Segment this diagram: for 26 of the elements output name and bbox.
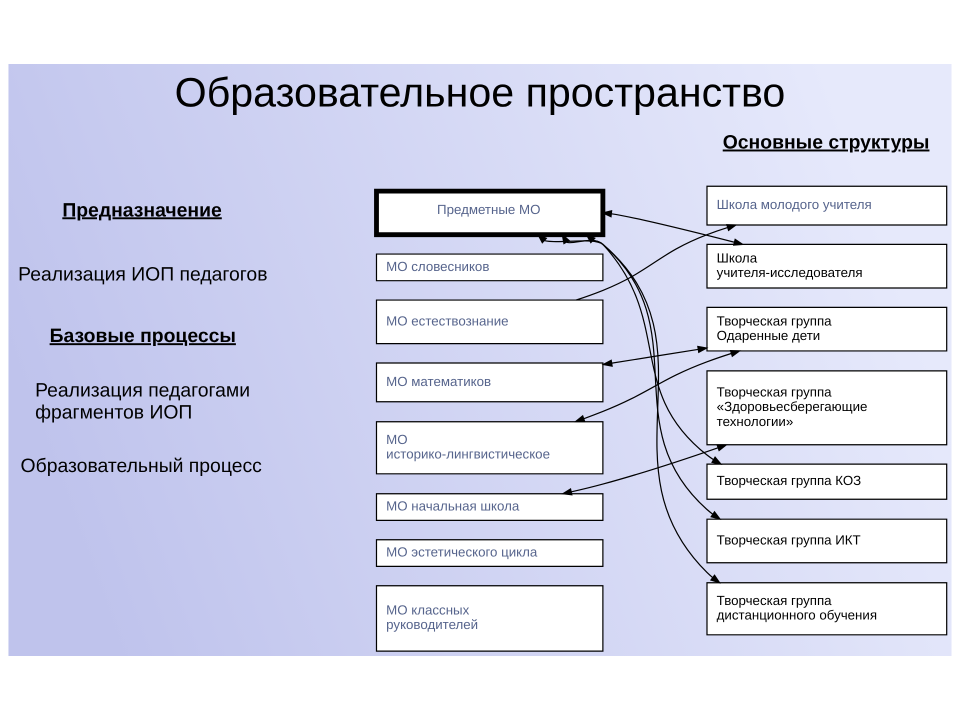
label: Реализация педагогами фрагментов ИОП <box>35 380 250 424</box>
node-box: Творческая группа «Здоровьесберегающие технологии» <box>706 370 948 446</box>
label: Реализация ИОП педагогов <box>18 263 268 286</box>
node-box: МО классных руководителей <box>376 585 604 652</box>
node-box: Творческая группа КОЗ <box>706 464 948 500</box>
node-box: МО естествознание <box>376 299 604 344</box>
label: Базовые процессы <box>50 325 236 348</box>
arrow <box>601 346 708 367</box>
node-box: Школа учителя-исследователя <box>706 244 948 289</box>
arrow <box>576 224 738 301</box>
node-box: Творческая группа Одаренные дети <box>706 306 948 352</box>
node-box: Творческая группа дистанционного обучения <box>706 582 948 636</box>
node-box: Школа молодого учителя <box>706 186 948 226</box>
node-box: МО историко-лингвистическое <box>376 421 604 474</box>
label: Предназначение <box>62 199 222 222</box>
node-box: Предметные МО <box>374 188 606 238</box>
label: Основные структуры <box>722 132 930 154</box>
node-box: МО эстетического цикла <box>376 539 604 568</box>
node-box: МО словесников <box>376 253 604 282</box>
arrow <box>561 444 728 496</box>
label: Образовательный процесс <box>20 454 262 477</box>
arrow <box>574 350 742 422</box>
node-box: Творческая группа ИКТ <box>706 518 948 564</box>
node-box: МО математиков <box>376 362 604 402</box>
node-box: МО начальная школа <box>376 493 604 522</box>
diagram-title: Образовательное пространство <box>174 70 786 116</box>
